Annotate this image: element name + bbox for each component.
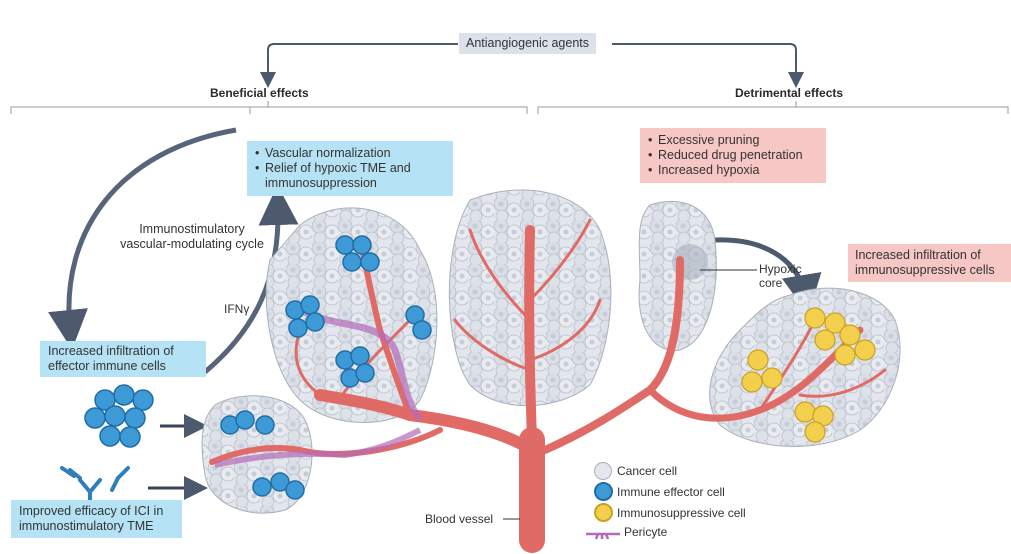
immunosuppressive-infiltration-line2: immunosuppressive cells <box>855 263 995 277</box>
cycle-arrow-up <box>203 185 299 374</box>
legend-item-immune-effector: Immune effector cell <box>594 481 746 502</box>
bullet-reduced-drug-penetration: Reduced drug penetration <box>648 148 818 163</box>
cycle-label-line2: vascular-modulating cycle <box>120 237 264 251</box>
hypoxia-arrow <box>714 237 822 315</box>
agents-arrow-right <box>612 43 804 88</box>
immunosuppressive-cell-clusters <box>741 307 876 443</box>
legend-item-pericyte: Pericyte <box>586 523 746 541</box>
legend-label: Pericyte <box>624 525 668 539</box>
beneficial-bracket <box>10 101 528 114</box>
legend-item-cancer-cell: Cancer cell <box>594 460 746 481</box>
ici-efficacy-box: Improved efficacy of ICI in immunostimul… <box>11 500 182 538</box>
legend-label: Immune effector cell <box>617 484 725 499</box>
immune-cell-clusters <box>84 235 432 500</box>
ifn-gamma-label: IFNγ <box>224 302 250 316</box>
bullet-increased-hypoxia: Increased hypoxia <box>648 163 818 178</box>
bullet-excessive-pruning: Excessive pruning <box>648 133 818 148</box>
agents-arrow-left <box>260 43 458 88</box>
pericyte-coating <box>298 306 423 423</box>
antiangiogenic-agents-label: Antiangiogenic agents <box>459 33 597 54</box>
detrimental-effects-box: Excessive pruning Reduced drug penetrati… <box>640 128 826 183</box>
blood-vessel <box>209 218 887 553</box>
detrimental-bracket <box>537 101 1009 114</box>
pericyte-icon <box>586 527 620 540</box>
detrimental-effects-header: Detrimental effects <box>735 86 844 100</box>
effector-infiltration-line2: effector immune cells <box>48 359 166 373</box>
legend-label: Immunosuppressive cell <box>617 505 746 520</box>
hypoxic-core-line1: Hypoxic <box>759 262 802 276</box>
tumour-suppressive <box>709 287 901 447</box>
ici-efficacy-line2: immunostimulatory TME <box>19 519 154 533</box>
immunosuppressive-infiltration-box: Increased infiltration of immunosuppress… <box>848 244 1011 282</box>
legend-item-immunosuppressive: Immunosuppressive cell <box>594 502 746 523</box>
immune-effector-cell-icon <box>594 482 613 501</box>
cancer-cell-icon <box>594 461 612 480</box>
effector-infiltration-line1: Increased infiltration of <box>48 344 174 358</box>
cycle-label: Immunostimulatory vascular-modulating cy… <box>112 222 272 252</box>
vascular-normalization-box: Vascular normalization Relief of hypoxic… <box>247 141 453 196</box>
ici-efficacy-line1: Improved efficacy of ICI in <box>19 504 164 518</box>
cycle-arrow-down <box>48 127 237 350</box>
beneficial-effects-header: Beneficial effects <box>210 86 309 100</box>
immunosuppressive-infiltration-line1: Increased infiltration of <box>855 248 981 262</box>
bullet-relief-hypoxic: Relief of hypoxic TME and immunosuppress… <box>255 161 445 191</box>
bullet-vascular-normalization: Vascular normalization <box>255 146 445 161</box>
hypoxic-core-label: Hypoxic core <box>759 262 802 290</box>
legend: Cancer cell Immune effector cell Immunos… <box>586 460 746 541</box>
legend-label: Cancer cell <box>617 463 678 478</box>
cycle-label-line1: Immunostimulatory <box>139 222 245 236</box>
hypoxic-core-line2: core <box>759 276 783 290</box>
immunosuppressive-cell-icon <box>594 503 613 522</box>
effector-infiltration-box: Increased infiltration of effector immun… <box>40 341 206 377</box>
blood-vessel-label: Blood vessel <box>425 512 494 526</box>
